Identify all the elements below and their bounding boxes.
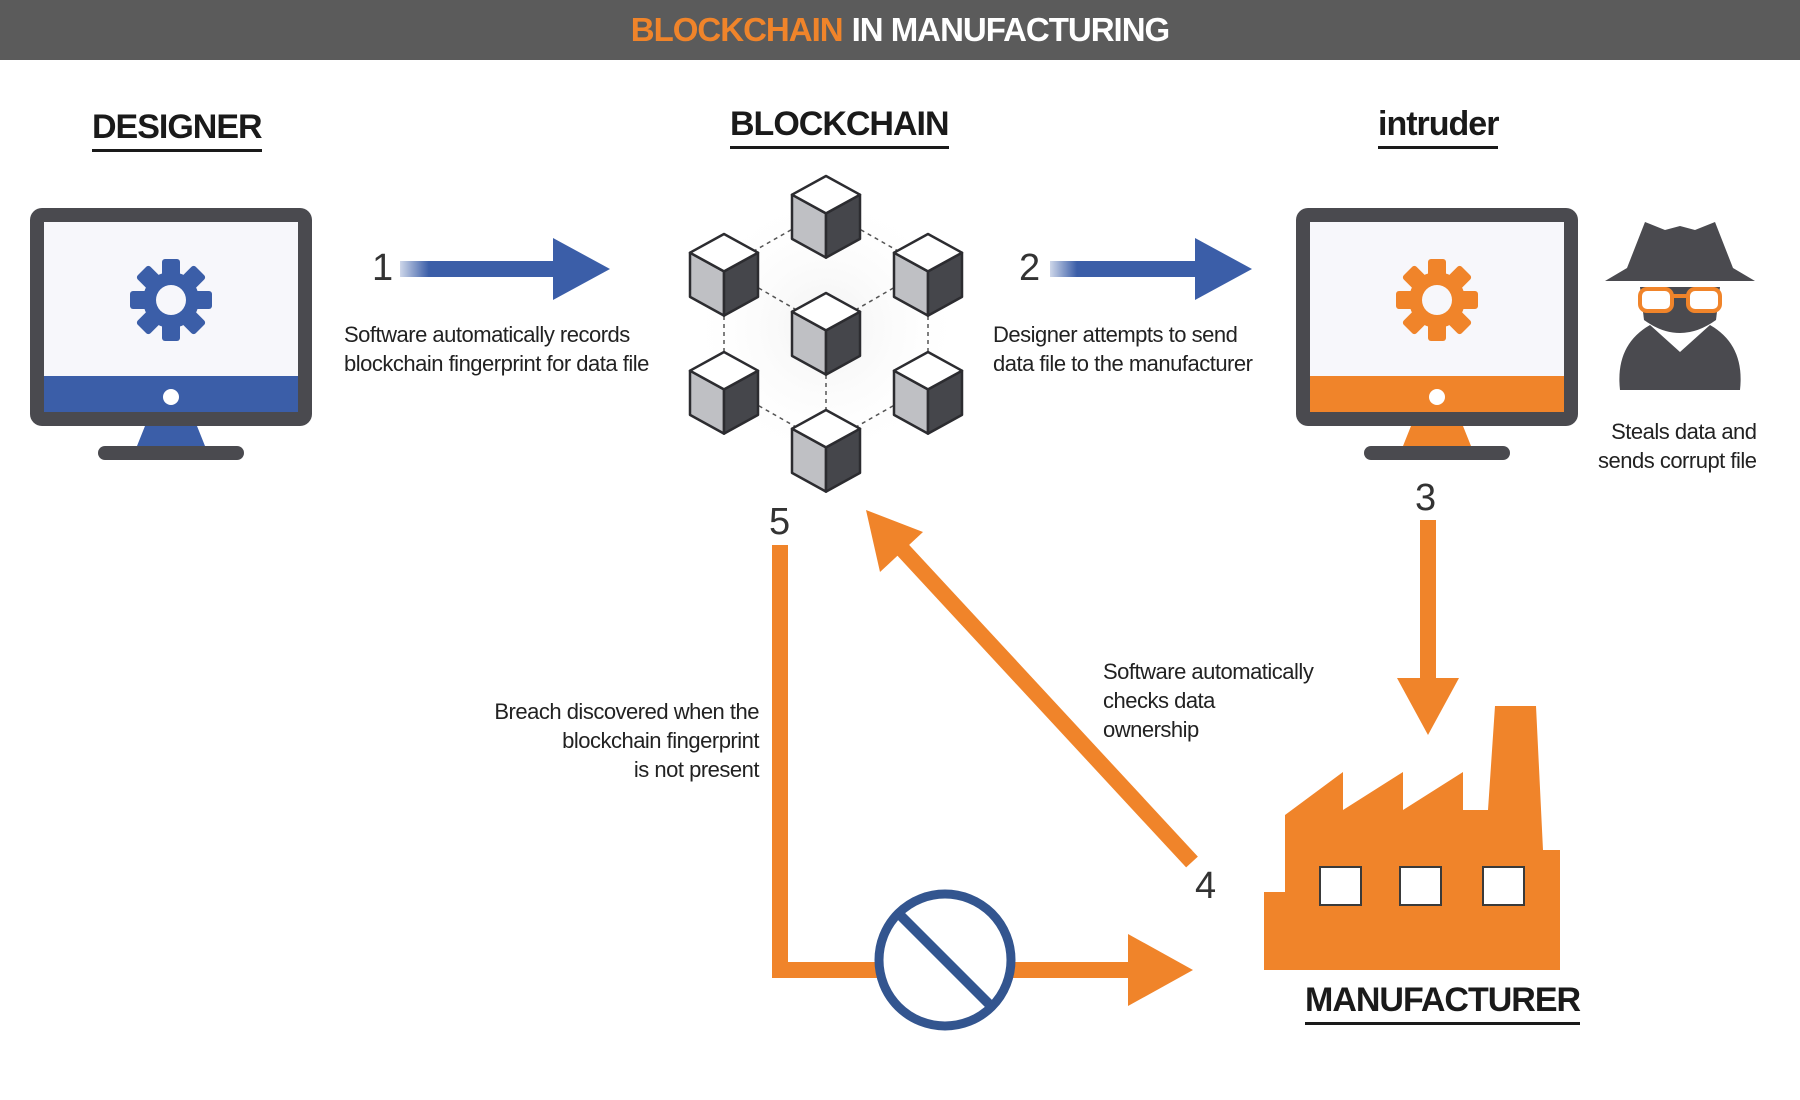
blockchain-cubes-icon (686, 174, 966, 493)
intruder-gear-icon (1396, 259, 1478, 341)
step-1-label-line: blockchain fingerprint for data file (344, 351, 649, 376)
step-4-label-line: ownership (1103, 717, 1199, 742)
block-cube-icon (688, 350, 760, 435)
step-4-label-line: Software automatically (1103, 659, 1314, 684)
title-banner: BLOCKCHAIN IN MANUFACTURING (0, 0, 1800, 60)
designer-monitor-icon (30, 208, 312, 460)
step-3-number: 3 (1415, 477, 1437, 519)
step-2-label: Designer attempts to send data file to t… (993, 320, 1253, 378)
step-5-number: 5 (769, 501, 791, 543)
step-4-number: 4 (1195, 865, 1217, 907)
step-5-label-line: Breach discovered when the (494, 699, 759, 724)
step-5-label-line: is not present (633, 757, 760, 782)
step-4-label: Software automatically checks data owner… (1103, 657, 1314, 744)
arrow-step-1 (400, 238, 610, 300)
block-cube-icon (790, 291, 862, 376)
designer-gear-icon (130, 259, 212, 341)
step-2-label-line: Designer attempts to send (993, 322, 1238, 347)
intruder-caption: Steals data and sends corrupt file (1598, 417, 1757, 475)
step-4-label-line: checks data (1103, 688, 1215, 713)
title-rest: IN MANUFACTURING (851, 11, 1171, 48)
title-highlight: BLOCKCHAIN (630, 11, 844, 48)
designer-heading: DESIGNER (92, 107, 263, 152)
block-cube-icon (790, 174, 862, 259)
arrow-step-2 (1050, 238, 1252, 300)
factory-icon (1264, 706, 1560, 970)
step-5-label: Breach discovered when the blockchain fi… (459, 697, 759, 784)
arrow-step-4 (866, 510, 1198, 868)
manufacturer-heading: MANUFACTURER (1305, 980, 1581, 1025)
block-cube-icon (688, 232, 760, 317)
intruder-monitor-icon (1296, 208, 1578, 460)
step-1-label-line: Software automatically records (344, 322, 630, 347)
intruder-caption-line: Steals data and (1611, 419, 1757, 444)
intruder-caption-line: sends corrupt file (1598, 448, 1757, 473)
arrow-step-3 (1397, 520, 1459, 735)
block-cube-icon (892, 350, 964, 435)
block-cube-icon (790, 408, 862, 493)
blockchain-heading: BLOCKCHAIN (730, 104, 950, 149)
step-1-label: Software automatically records blockchai… (344, 320, 649, 378)
step-2-number: 2 (1019, 247, 1041, 289)
block-cube-icon (892, 232, 964, 317)
step-5-label-line: blockchain fingerprint (562, 728, 759, 753)
step-1-number: 1 (372, 247, 394, 289)
intruder-heading: intruder (1378, 104, 1499, 149)
step-2-label-line: data file to the manufacturer (993, 351, 1253, 376)
prohibited-icon (874, 889, 1016, 1031)
spy-icon (1605, 222, 1755, 390)
